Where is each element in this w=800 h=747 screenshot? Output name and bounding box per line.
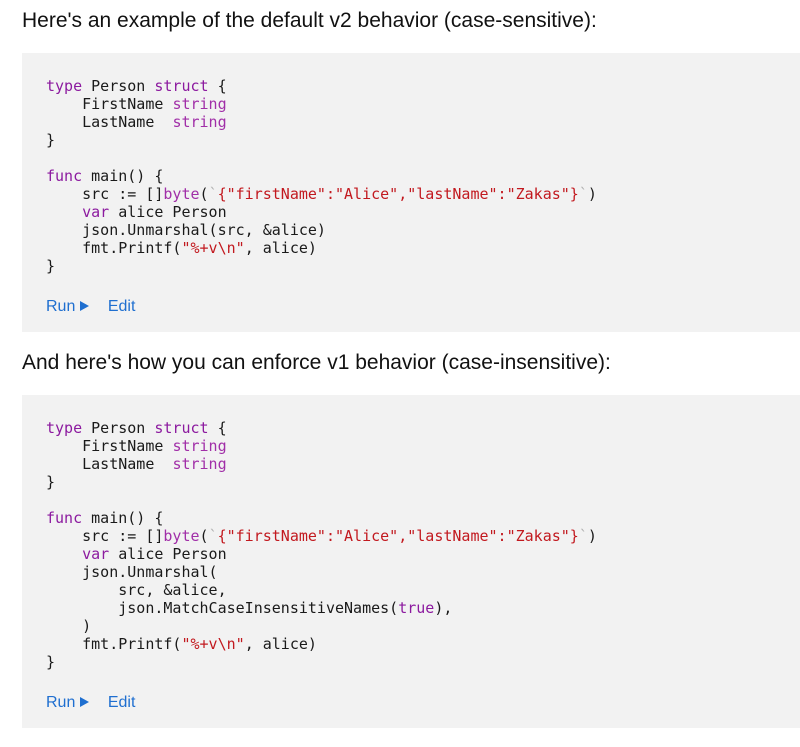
code-token: ) bbox=[587, 527, 597, 545]
code-token: "%+v\n" bbox=[181, 635, 245, 653]
code-token: { bbox=[208, 419, 227, 437]
code-token: src := [] bbox=[46, 527, 164, 545]
code-token: struct bbox=[154, 419, 209, 437]
run-label: Run bbox=[46, 694, 76, 711]
code-token: } bbox=[46, 257, 56, 275]
code-token: ), bbox=[434, 599, 453, 617]
code-token: func bbox=[46, 167, 83, 185]
code-token: ` bbox=[208, 527, 218, 545]
play-icon bbox=[80, 697, 90, 707]
code-token: byte bbox=[163, 185, 200, 203]
code-token: } bbox=[46, 653, 56, 671]
code-listing-v2: type Person struct { FirstName string La… bbox=[46, 77, 597, 275]
code-token: func bbox=[46, 509, 83, 527]
code-token: src, &alice, bbox=[46, 581, 227, 599]
intro-paragraph-v2: Here's an example of the default v2 beha… bbox=[22, 9, 597, 32]
code-token: , alice) bbox=[244, 635, 317, 653]
code-actions-v2: Run Edit bbox=[46, 297, 135, 317]
code-block-v2: type Person struct { FirstName string La… bbox=[22, 53, 800, 332]
code-token: struct bbox=[154, 77, 209, 95]
code-token: , alice) bbox=[244, 239, 317, 257]
code-token: ( bbox=[199, 527, 209, 545]
code-token: FirstName bbox=[46, 95, 173, 113]
code-actions-v1: Run Edit bbox=[46, 693, 135, 713]
code-token: {"firstName":"Alice","lastName":"Zakas"} bbox=[217, 185, 579, 203]
code-token: json.Unmarshal( bbox=[46, 563, 218, 581]
code-token: type bbox=[46, 77, 83, 95]
code-token: "%+v\n" bbox=[181, 239, 245, 257]
intro-paragraph-v1: And here's how you can enforce v1 behavi… bbox=[22, 351, 611, 374]
code-token: { bbox=[208, 77, 227, 95]
code-token: fmt.Printf( bbox=[46, 635, 182, 653]
code-token: ( bbox=[199, 185, 209, 203]
code-token: ) bbox=[46, 617, 92, 635]
code-token: } bbox=[46, 131, 56, 149]
code-token: ` bbox=[208, 185, 218, 203]
code-token: Person bbox=[82, 419, 155, 437]
code-token: ` bbox=[578, 527, 588, 545]
edit-button[interactable]: Edit bbox=[107, 694, 136, 711]
code-token: alice Person bbox=[109, 545, 227, 563]
code-token: main() { bbox=[82, 509, 164, 527]
code-token: string bbox=[172, 437, 227, 455]
code-token: fmt.Printf( bbox=[46, 239, 182, 257]
code-token: var bbox=[46, 545, 110, 563]
code-token: string bbox=[172, 95, 227, 113]
code-token: true bbox=[398, 599, 435, 617]
code-token: FirstName bbox=[46, 437, 173, 455]
code-token: src := [] bbox=[46, 185, 164, 203]
run-label: Run bbox=[46, 298, 76, 315]
code-token: LastName bbox=[46, 455, 173, 473]
code-token: {"firstName":"Alice","lastName":"Zakas"} bbox=[217, 527, 579, 545]
code-token: json.MatchCaseInsensitiveNames( bbox=[46, 599, 399, 617]
code-block-v1: type Person struct { FirstName string La… bbox=[22, 395, 800, 728]
run-button[interactable]: Run bbox=[46, 298, 90, 315]
code-token: main() { bbox=[82, 167, 164, 185]
code-token: ` bbox=[578, 185, 588, 203]
code-token: json.Unmarshal(src, &alice) bbox=[46, 221, 326, 239]
code-token: var bbox=[46, 203, 110, 221]
code-token: type bbox=[46, 419, 83, 437]
code-token: LastName bbox=[46, 113, 173, 131]
code-token: string bbox=[172, 455, 227, 473]
code-token: string bbox=[172, 113, 227, 131]
code-token: } bbox=[46, 473, 56, 491]
code-token: ) bbox=[587, 185, 597, 203]
edit-button[interactable]: Edit bbox=[107, 298, 136, 315]
code-token: alice Person bbox=[109, 203, 227, 221]
code-listing-v1: type Person struct { FirstName string La… bbox=[46, 419, 597, 671]
code-token: Person bbox=[82, 77, 155, 95]
code-token: byte bbox=[163, 527, 200, 545]
run-button[interactable]: Run bbox=[46, 694, 90, 711]
play-icon bbox=[80, 301, 90, 311]
